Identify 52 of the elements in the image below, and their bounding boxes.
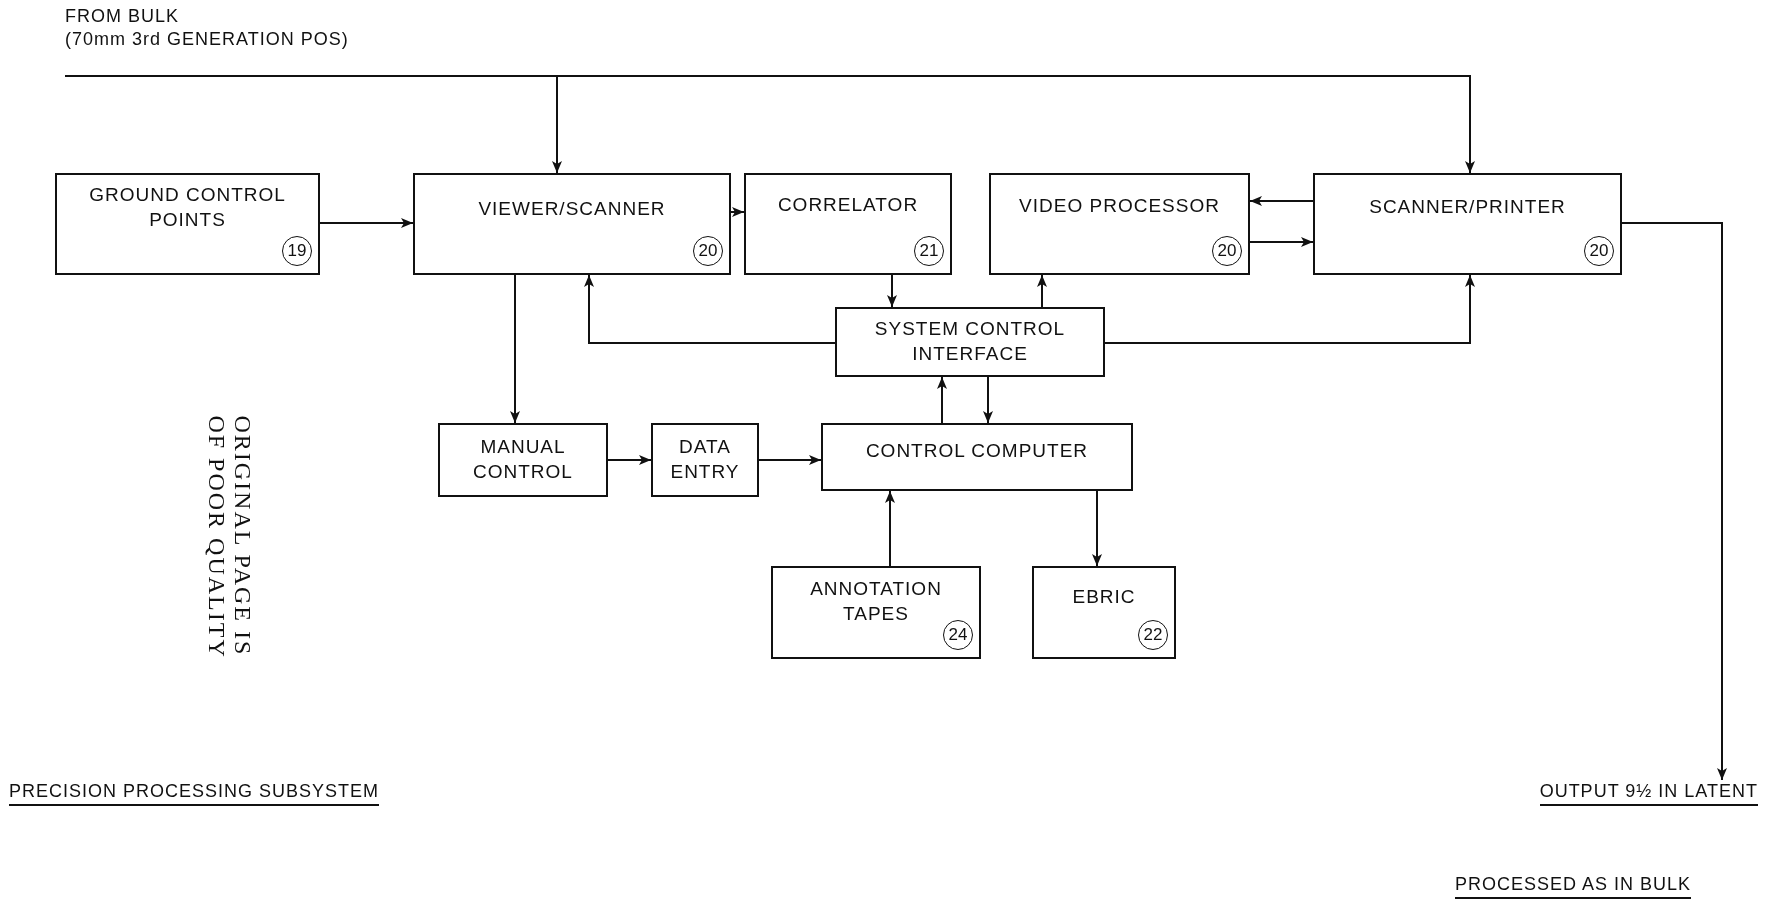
process-box — [413, 173, 731, 275]
arrow — [1092, 490, 1102, 567]
process-box — [438, 423, 608, 497]
arrow — [983, 376, 993, 424]
box-label: DATA ENTRY — [669, 435, 741, 484]
arrow — [64, 75, 1475, 174]
box-label: CONTROL COMPUTER — [865, 438, 1089, 463]
arrow — [584, 274, 836, 344]
arrow — [1249, 196, 1314, 206]
arrow — [937, 376, 947, 424]
output-label: OUTPUT 9½ IN LATENT — [1539, 780, 1758, 807]
callout-number: 21 — [914, 236, 944, 266]
callout-number: 20 — [1584, 236, 1614, 266]
arrow — [758, 455, 822, 465]
process-box — [989, 173, 1250, 275]
arrow — [887, 274, 897, 308]
box-label: EBRIC — [1072, 585, 1136, 610]
process-box — [1313, 173, 1622, 275]
arrow — [319, 218, 414, 228]
callout-number: 22 — [1138, 620, 1168, 650]
arrow — [1621, 222, 1727, 781]
process-box — [1032, 566, 1176, 659]
arrow — [730, 207, 745, 217]
arrow — [1104, 274, 1475, 344]
process-box — [55, 173, 320, 275]
process-box — [835, 307, 1105, 377]
callout-number: 19 — [282, 236, 312, 266]
box-label: VIEWER/SCANNER — [478, 196, 666, 221]
arrow — [1037, 274, 1047, 308]
arrow — [510, 274, 520, 424]
callout-number: 20 — [1212, 236, 1242, 266]
arrow — [885, 490, 895, 567]
arrow — [607, 455, 652, 465]
box-label: GROUND CONTROL POINTS — [88, 183, 287, 232]
callout-number: 24 — [943, 620, 973, 650]
section-title: PRECISION PROCESSING SUBSYSTEM — [9, 780, 380, 807]
callout-number: 20 — [693, 236, 723, 266]
source-label: FROM BULK — [65, 5, 180, 28]
box-label: MANUAL CONTROL — [472, 435, 574, 484]
arrow — [1249, 237, 1314, 247]
box-label: SYSTEM CONTROL INTERFACE — [873, 317, 1067, 366]
process-box — [651, 423, 759, 497]
stamp-text: ORIGINAL PAGE IS OF POOR QUALITY — [203, 415, 257, 661]
box-label: ANNOTATION TAPES — [809, 576, 943, 626]
source-label: (70mm 3rd GENERATION POS) — [65, 28, 350, 52]
box-label: CORRELATOR — [777, 192, 919, 217]
process-box — [821, 423, 1133, 491]
box-label: VIDEO PROCESSOR — [1019, 193, 1220, 218]
process-box — [771, 566, 981, 659]
process-box — [744, 173, 952, 275]
footnote-text: PROCESSED AS IN BULK — [1455, 873, 1692, 900]
box-label: SCANNER/PRINTER — [1369, 194, 1566, 219]
